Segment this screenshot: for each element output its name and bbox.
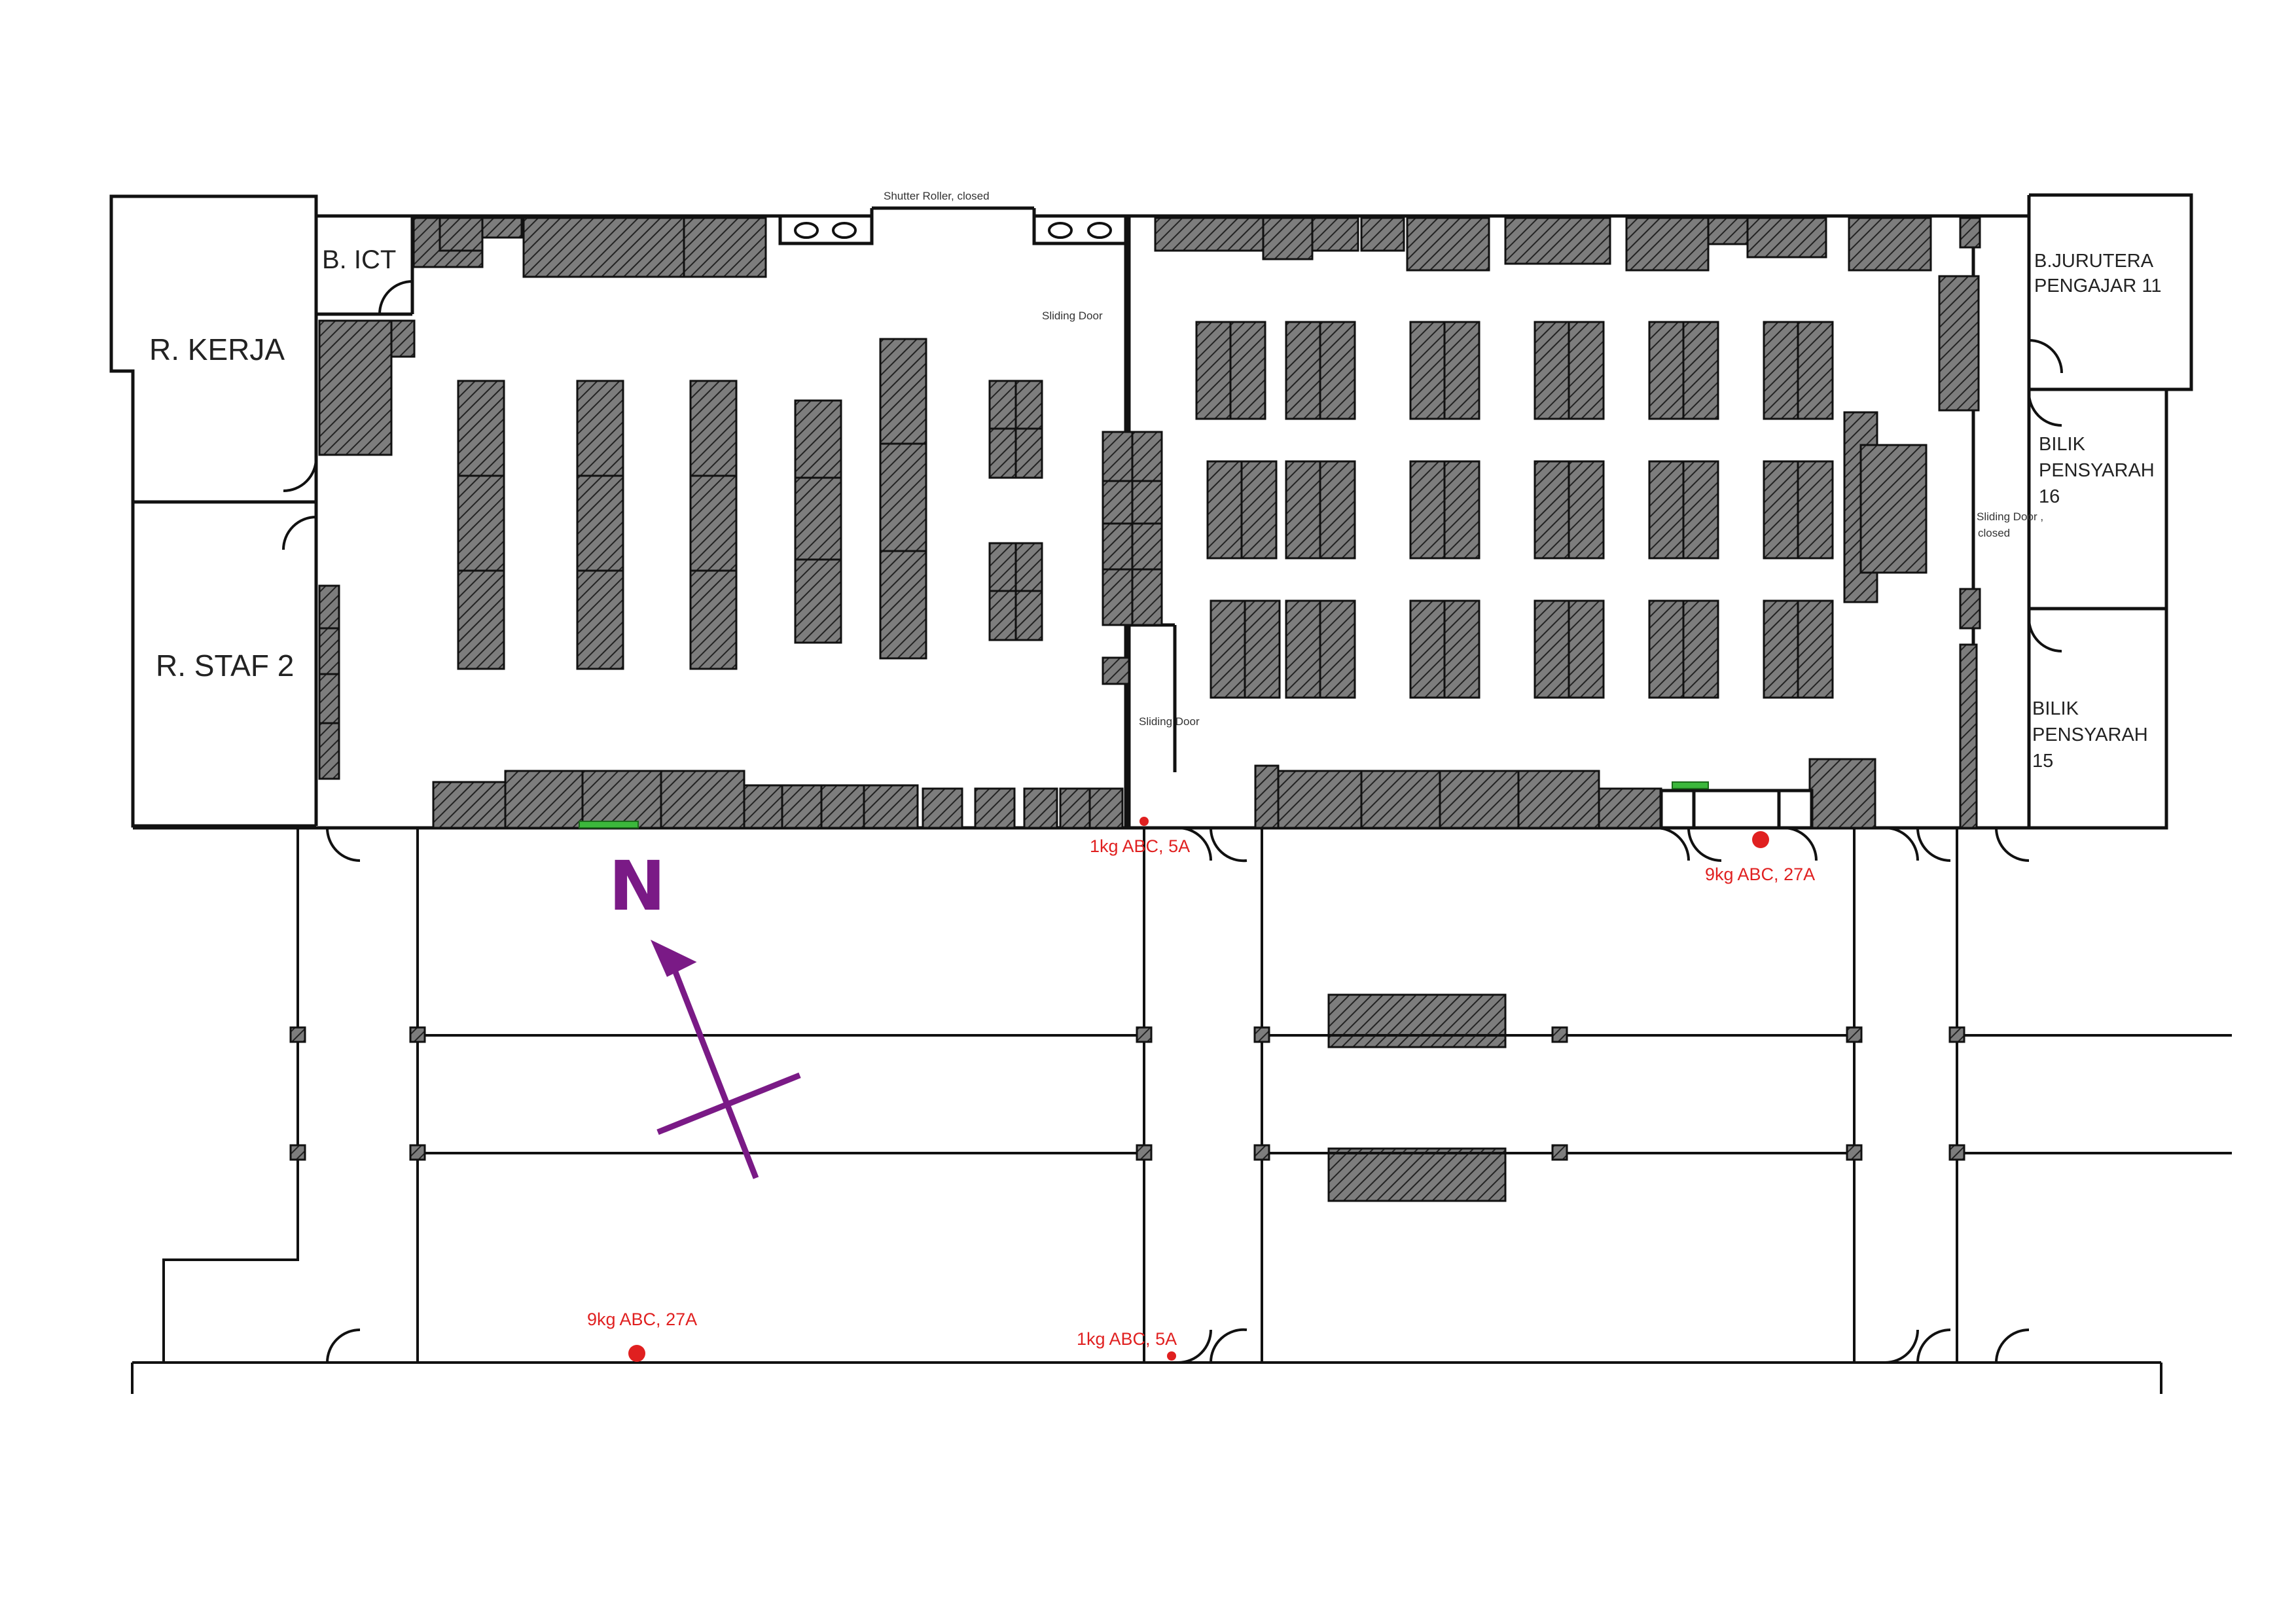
counter-unit xyxy=(1659,789,1814,830)
room-bilik-15-3: 15 xyxy=(2032,751,2053,772)
extinguisher-label-3: 9kg ABC, 27A xyxy=(587,1310,697,1329)
room-b-jurutera-2: PENGAJAR 11 xyxy=(2034,276,2161,296)
extinguisher-label-4: 1kg ABC, 5A xyxy=(1077,1329,1177,1349)
room-bilik-15-1: BILIK xyxy=(2032,698,2079,719)
label-sliding-door-closed-2: closed xyxy=(1978,527,2010,539)
table-dividers xyxy=(319,322,1799,828)
room-bilik-16-1: BILIK xyxy=(2039,434,2086,455)
extinguisher-label-2: 9kg ABC, 27A xyxy=(1705,865,1815,884)
north-arrow-icon xyxy=(650,939,801,1179)
north-label: N xyxy=(609,846,666,926)
extinguisher-dots xyxy=(628,817,1769,1362)
room-bilik-16-2: PENSYARAH xyxy=(2039,460,2155,481)
room-bilik-15-2: PENSYARAH xyxy=(2032,724,2148,745)
extinguisher-label-1: 1kg ABC, 5A xyxy=(1090,836,1190,856)
room-r-kerja: R. KERJA xyxy=(149,332,285,366)
shutter-rollers xyxy=(794,222,1112,239)
room-r-staf-2: R. STAF 2 xyxy=(156,649,294,683)
label-sliding-door-bottom: Sliding Door xyxy=(1139,715,1200,728)
label-shutter-roller: Shutter Roller, closed xyxy=(884,190,990,202)
room-bilik-16-3: 16 xyxy=(2039,486,2060,507)
green-markers xyxy=(579,781,1709,829)
corridor xyxy=(131,828,2232,1394)
room-b-ict: B. ICT xyxy=(322,245,396,274)
columns xyxy=(289,1026,1965,1161)
label-sliding-door-top: Sliding Door xyxy=(1042,310,1103,322)
label-sliding-door-closed-1: Sliding Door , xyxy=(1977,510,2043,523)
room-b-jurutera-1: B.JURUTERA xyxy=(2034,251,2154,272)
furniture xyxy=(318,217,1981,1202)
